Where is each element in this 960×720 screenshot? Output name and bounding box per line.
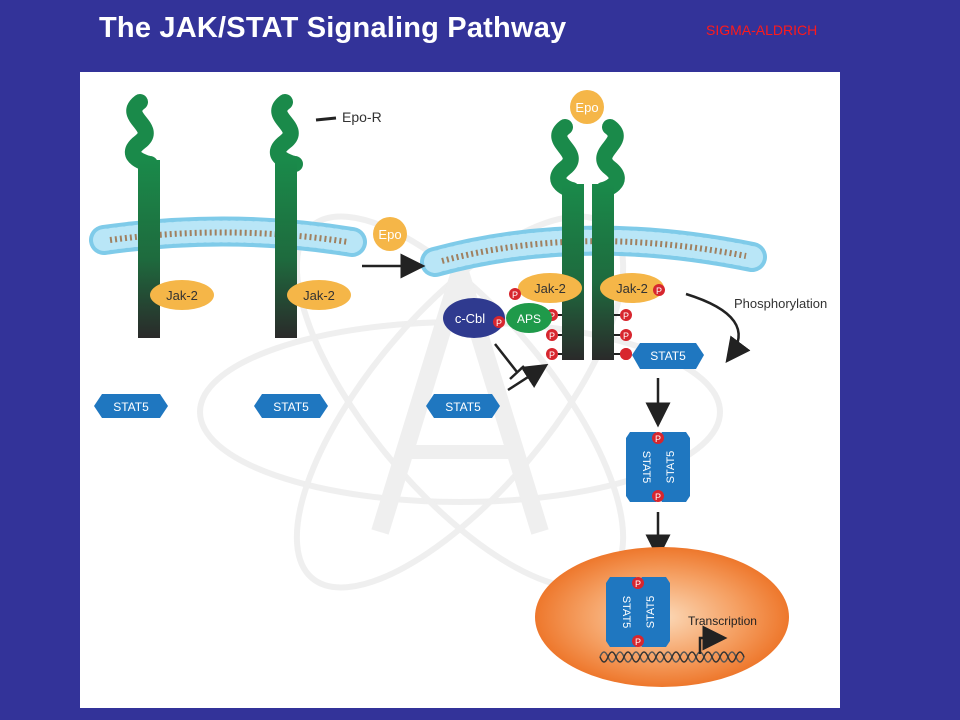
cell-membrane-right (420, 225, 767, 277)
epo-r-label: Epo-R (342, 109, 382, 125)
svg-text:P: P (623, 331, 629, 341)
svg-text:STAT5: STAT5 (645, 596, 657, 629)
svg-text:P: P (496, 318, 502, 328)
svg-text:P: P (635, 579, 641, 589)
svg-text:P: P (549, 331, 555, 341)
svg-text:P: P (655, 434, 661, 444)
jak2-left-2 (287, 280, 351, 310)
epo-ligand-free (373, 217, 407, 251)
slide-title: The JAK/STAT Signaling Pathway (99, 12, 567, 44)
svg-text:P: P (623, 311, 629, 321)
jak2-left-1 (150, 280, 214, 310)
jak2-dimer-left (518, 273, 582, 303)
epo-receptor-dimer (550, 119, 625, 360)
diagram-panel: Jak-2 Epo-R Jak-2 Epo Epo Jak-2 Jak-2 P … (80, 72, 840, 708)
brand-logo-text: SIGMA-ALDRICH (706, 22, 818, 38)
dna-strand (599, 651, 745, 663)
stat5-dimer-cytoplasm: STAT5 STAT5 P P (626, 432, 690, 502)
svg-text:P: P (635, 637, 641, 647)
jak2-label-dimer-right: Jak-2 (616, 281, 648, 296)
svg-text:STAT5: STAT5 (113, 400, 149, 414)
transcription-arrow (698, 625, 728, 654)
phosphorylation-arrow (685, 292, 751, 364)
jak2-dimer-right (600, 273, 664, 303)
jak2-label-dimer-left: Jak-2 (534, 281, 566, 296)
svg-text:P: P (549, 350, 555, 360)
aps-label: APS (517, 312, 541, 326)
svg-text:STAT5: STAT5 (665, 451, 677, 484)
c-cbl-label: c-Cbl (455, 311, 485, 326)
svg-text:STAT5: STAT5 (650, 349, 686, 363)
svg-text:P: P (655, 492, 661, 502)
svg-text:STAT5: STAT5 (620, 596, 632, 629)
inhibition-line (494, 343, 518, 373)
phosphorylation-label: Phosphorylation (734, 296, 827, 311)
svg-text:STAT5: STAT5 (445, 400, 481, 414)
svg-text:P: P (549, 311, 555, 321)
c-cbl-protein (443, 298, 505, 338)
epo-label-free: Epo (378, 227, 401, 242)
epo-ligand-bound (570, 90, 604, 124)
stat5-2: STAT5 (254, 394, 328, 418)
stat5-phosphorylated: STAT5 (632, 343, 704, 369)
pathway-diagram: Jak-2 Epo-R Jak-2 Epo Epo Jak-2 Jak-2 P … (89, 90, 827, 687)
transcription-label: Transcription (688, 614, 757, 628)
recruit-arrow (507, 363, 549, 392)
aps-protein (506, 303, 552, 333)
epo-r-pointer (315, 116, 337, 122)
stat5-3: STAT5 (426, 394, 500, 418)
epo-label-bound: Epo (575, 100, 598, 115)
jak2-label-1: Jak-2 (166, 288, 198, 303)
stat5-dimer-nucleus: STAT5 STAT5 P P (606, 577, 670, 647)
jak2-label-2: Jak-2 (303, 288, 335, 303)
svg-text:P: P (512, 290, 518, 300)
svg-text:STAT5: STAT5 (273, 400, 309, 414)
svg-text:STAT5: STAT5 (640, 451, 652, 484)
stat5-1: STAT5 (94, 394, 168, 418)
svg-text:P: P (656, 286, 662, 296)
